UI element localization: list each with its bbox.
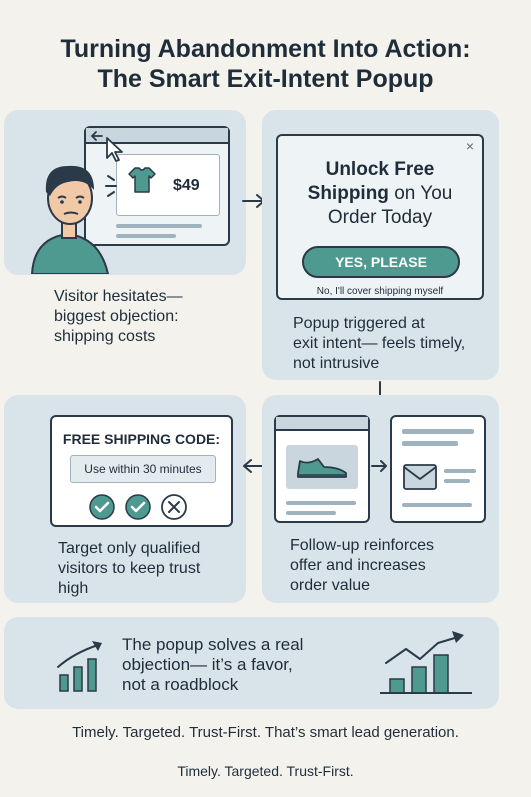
envelope-icon xyxy=(403,464,437,490)
step-popup-triggered-caption: Popup triggered at exit intent— feels ti… xyxy=(293,315,466,372)
free-shipping-code-card: FREE SHIPPING CODE: Use within 30 minute… xyxy=(50,415,233,527)
yes-please-button[interactable]: YES, PLEASE xyxy=(302,246,460,278)
browser-window: $49 xyxy=(84,126,230,246)
summary-text: The popup solves a real objection— it’s … xyxy=(122,635,304,694)
text-line xyxy=(286,501,356,505)
cursor-icon xyxy=(106,137,123,162)
decline-link[interactable]: No, I'll cover shipping myself xyxy=(316,286,444,297)
browser-toolbar xyxy=(276,417,368,431)
check-icon xyxy=(125,494,151,520)
step-targeting-caption: Target only qualified visitors to keep t… xyxy=(58,540,201,597)
growth-chart-left-icon xyxy=(57,641,102,692)
close-icon[interactable]: × xyxy=(465,138,474,154)
step-follow-up-caption: Follow-up reinforces offer and increases… xyxy=(290,537,435,594)
summary-panel: The popup solves a real objection— it’s … xyxy=(4,617,499,709)
text-line xyxy=(116,224,202,228)
exit-intent-popup: × Unlock Free Shipping on You Order Toda… xyxy=(276,134,484,300)
step-visitor-hesitates-caption: Visitor hesitates— biggest objection: sh… xyxy=(54,288,183,345)
arrow-right-icon xyxy=(371,460,387,472)
step-targeting: FREE SHIPPING CODE: Use within 30 minute… xyxy=(4,395,246,603)
page-title: Turning Abandonment Into Action: The Sma… xyxy=(0,34,531,94)
hesitation-marks-icon xyxy=(105,175,117,197)
text-line xyxy=(402,429,474,434)
back-arrow-icon xyxy=(90,131,103,141)
text-line xyxy=(444,479,470,483)
text-line xyxy=(116,234,176,238)
step-follow-up xyxy=(262,395,499,603)
x-icon xyxy=(161,494,187,520)
step-visitor-hesitates: $49 xyxy=(4,110,246,275)
check-icon xyxy=(89,494,115,520)
product-price: $49 xyxy=(173,177,200,194)
product-card: $49 xyxy=(116,154,220,216)
growth-chart-right-icon xyxy=(380,631,472,694)
browser-toolbar xyxy=(86,128,228,144)
step-popup-triggered: × Unlock Free Shipping on You Order Toda… xyxy=(262,110,499,380)
title-line-1: Turning Abandonment Into Action: xyxy=(60,35,471,63)
popup-headline: Unlock Free Shipping on You Order Today xyxy=(307,159,453,228)
text-line xyxy=(286,511,336,515)
follow-up-email-window xyxy=(390,415,486,523)
text-line xyxy=(402,441,458,446)
title-line-2: The Smart Exit-Intent Popup xyxy=(97,65,434,93)
text-line xyxy=(402,503,472,507)
hesitant-visitor-illustration xyxy=(30,165,110,274)
footer-tagline: Timely. Targeted. Trust-First. That’s sm… xyxy=(72,724,459,741)
tshirt-icon xyxy=(128,167,156,193)
code-title: FREE SHIPPING CODE: xyxy=(62,431,221,447)
product-page-window xyxy=(274,415,370,523)
text-line xyxy=(444,469,476,473)
shipping-code-field[interactable]: Use within 30 minutes xyxy=(70,455,216,483)
sneaker-icon xyxy=(297,458,347,478)
footer-short-tagline: Timely. Targeted. Trust-First. xyxy=(177,763,354,779)
arrow-left-icon xyxy=(243,459,266,473)
